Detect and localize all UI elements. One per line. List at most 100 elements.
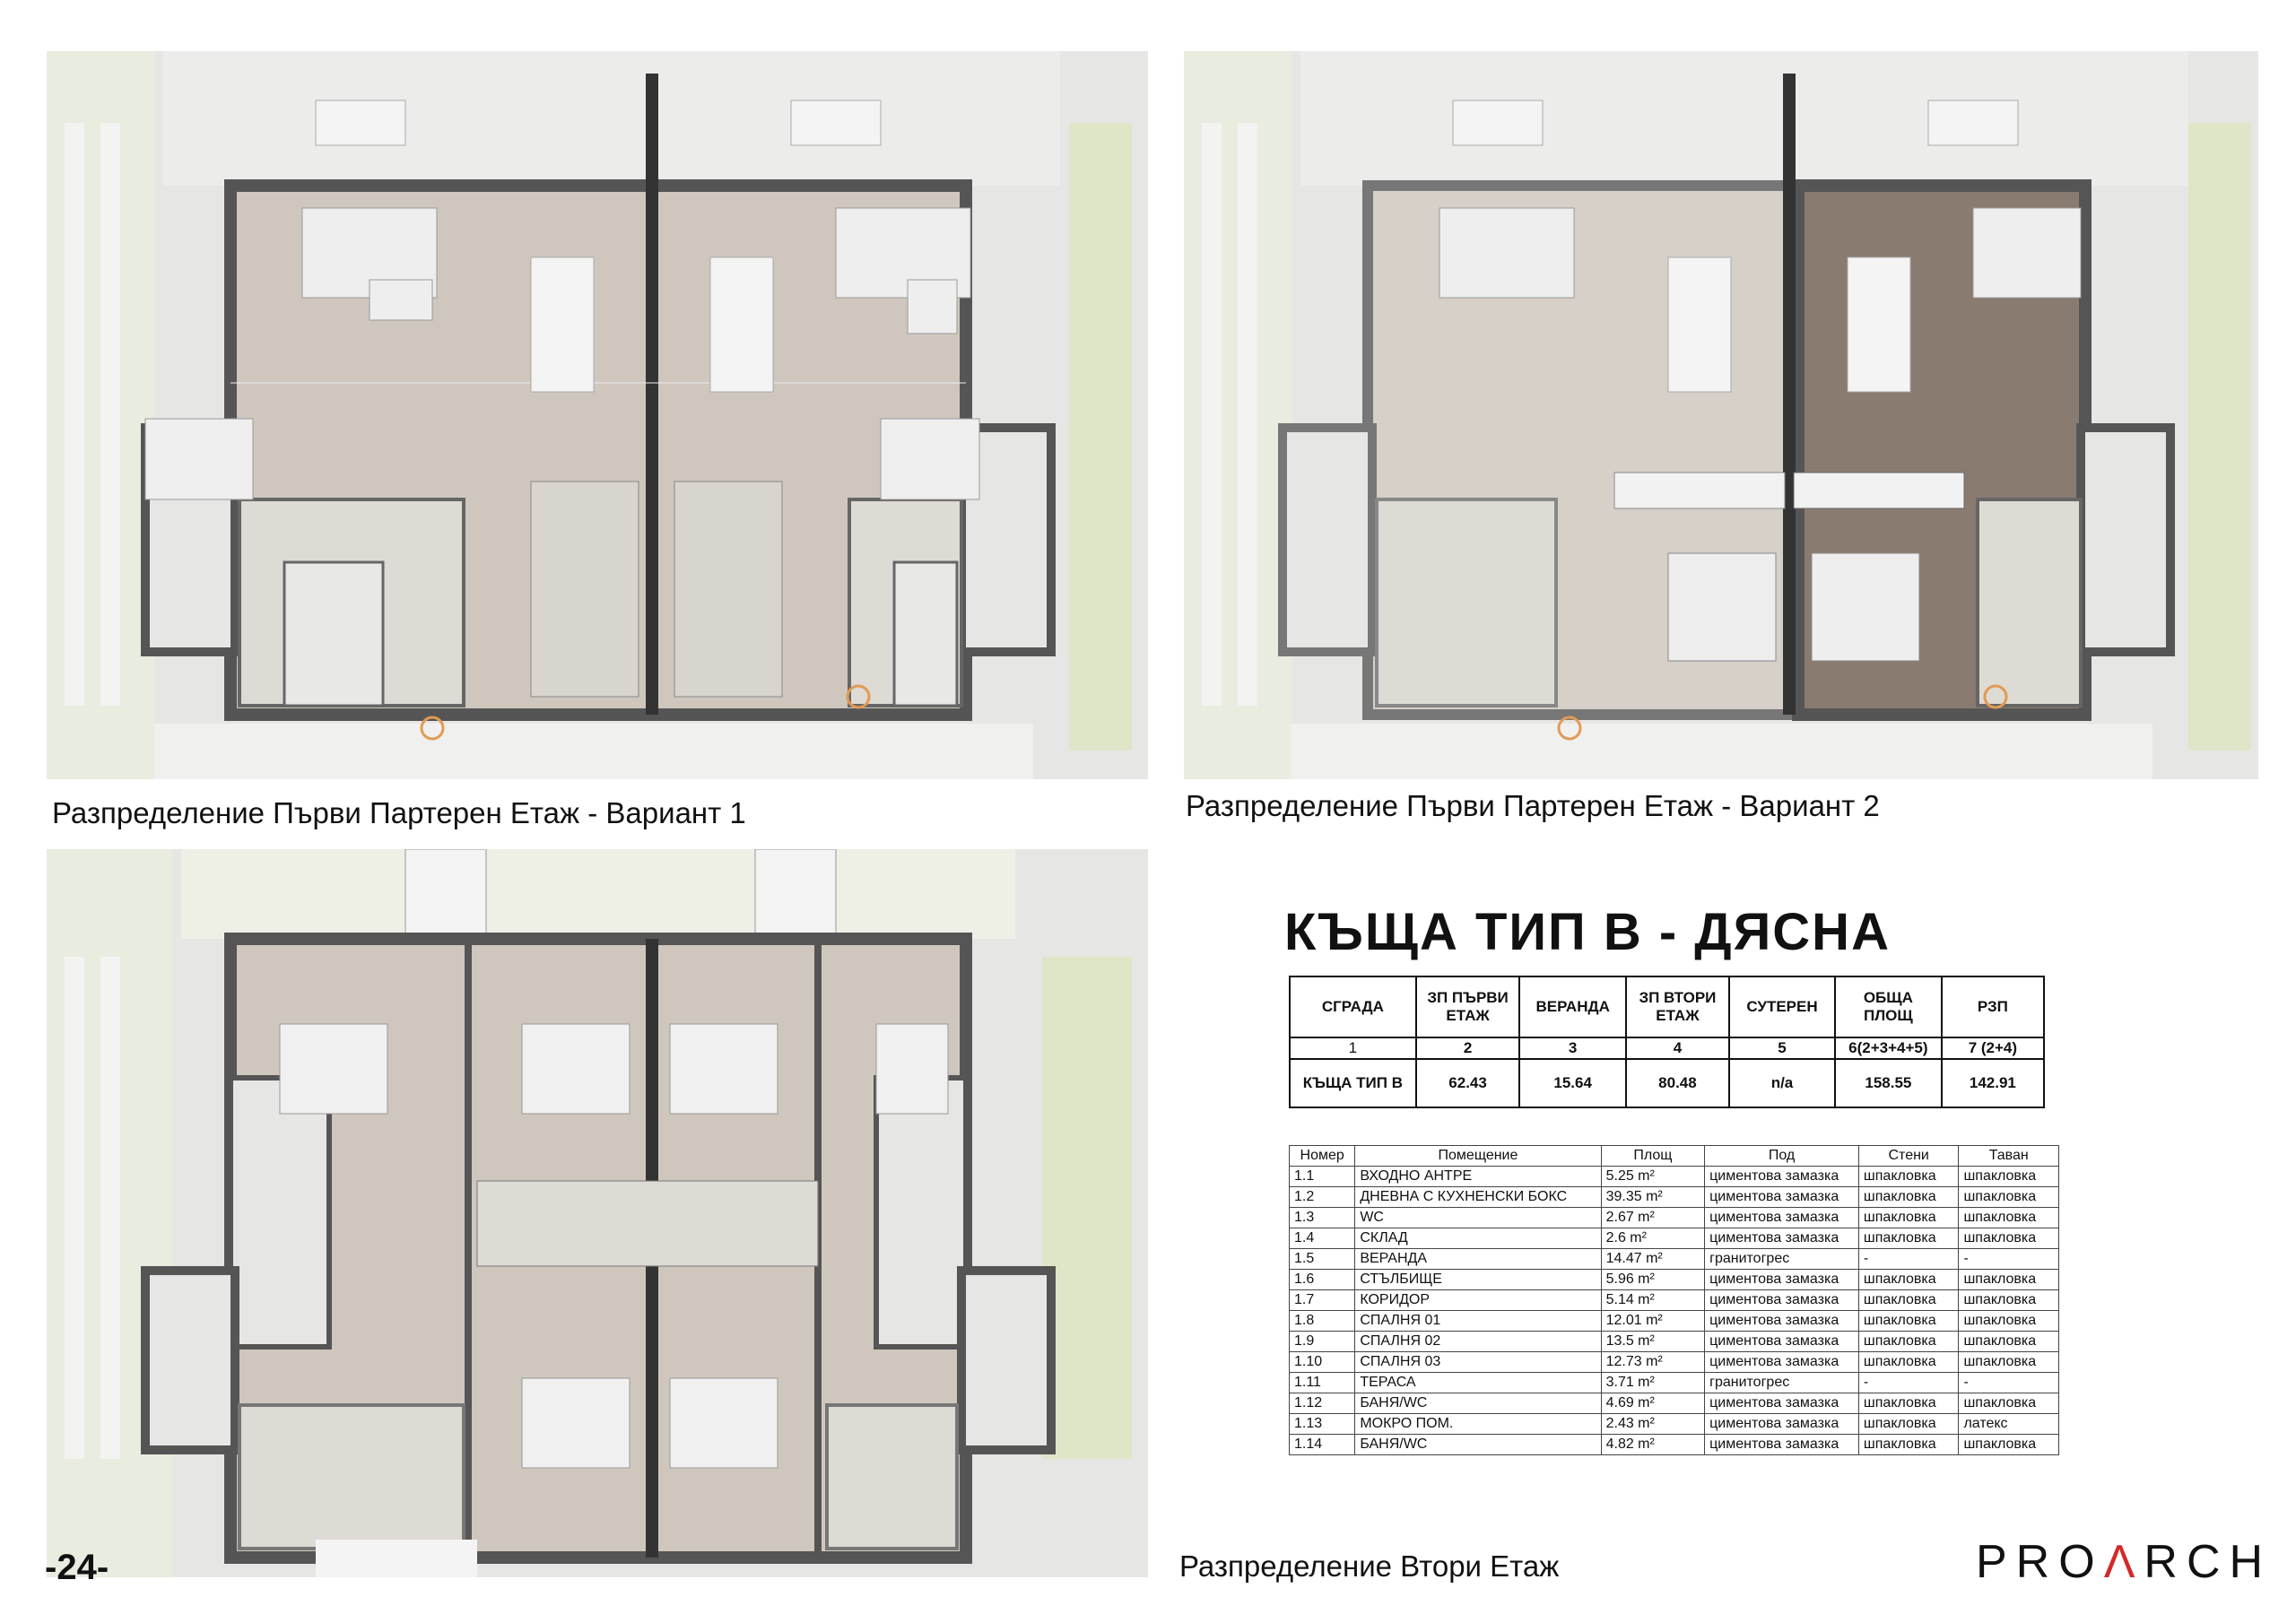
summary-value: n/a [1727,1058,1837,1108]
table-cell: 12.73 m² [1600,1351,1706,1373]
table-cell: циментова замазка [1704,1269,1859,1290]
table-cell: 1.3 [1288,1207,1356,1228]
logo-accent: Λ [2103,1536,2144,1588]
table-cell: шпакловка [1857,1331,1960,1352]
table-cell: - [1958,1248,2059,1270]
table-cell: шпакловка [1857,1413,1960,1435]
table-cell: циментова замазка [1704,1413,1859,1435]
summary-column-number: 6(2+3+4+5) [1834,1037,1943,1060]
summary-column-number: 4 [1624,1037,1730,1060]
rooms-table: Номер Помещение Площ Под Стени Таван 1.1… [1288,1145,2059,1455]
rooms-header: Номер [1288,1145,1356,1167]
table-cell: 5.25 m² [1600,1166,1706,1187]
page-number: -24- [45,1548,109,1587]
floor-plan-variant-2 [1184,51,2258,779]
table-cell: 1.8 [1288,1310,1356,1332]
summary-value: КЪЩА ТИП В [1289,1058,1417,1108]
table-cell: 12.01 m² [1600,1310,1706,1332]
summary-column-number: 7 (2+4) [1940,1037,2046,1060]
rooms-header: Стени [1857,1145,1960,1167]
summary-column-number: 1 [1289,1037,1417,1060]
table-cell: шпакловка [1958,1310,2059,1332]
table-cell: шпакловка [1958,1269,2059,1290]
table-cell: шпакловка [1958,1228,2059,1249]
table-cell: 2.6 m² [1600,1228,1706,1249]
table-cell: СПАЛНЯ 01 [1354,1310,1602,1332]
summary-header: РЗП [1940,976,2046,1038]
table-cell: БАНЯ/WC [1354,1434,1602,1455]
logo-suffix: RCH [2144,1536,2273,1588]
table-cell: шпакловка [1857,1289,1960,1311]
summary-header: ЗП ВТОРИ ЕТАЖ [1624,976,1730,1038]
summary-header: СУТЕРЕН [1727,976,1837,1038]
table-cell: КОРИДОР [1354,1289,1602,1311]
table-cell: 1.4 [1288,1228,1356,1249]
summary-value: 62.43 [1414,1058,1521,1108]
caption-plan-variant-1: Разпределение Първи Партерен Етаж - Вари… [52,796,746,829]
table-cell: шпакловка [1857,1186,1960,1208]
caption-second-floor: Разпределение Втори Етаж [1179,1549,1560,1583]
table-cell: циментова замазка [1704,1393,1859,1414]
summary-column-number: 2 [1414,1037,1521,1060]
summary-header: ОБЩА ПЛОЩ [1834,976,1943,1038]
floor-plan-second-floor [47,849,1148,1577]
table-cell: циментова замазка [1704,1331,1859,1352]
table-cell: 3.71 m² [1600,1372,1706,1393]
table-cell: циментова замазка [1704,1434,1859,1455]
table-cell: шпакловка [1857,1434,1960,1455]
table-cell: шпакловка [1958,1393,2059,1414]
table-cell: WC [1354,1207,1602,1228]
table-cell: СПАЛНЯ 03 [1354,1351,1602,1373]
caption-plan-variant-2: Разпределение Първи Партерен Етаж - Вари… [1186,789,1880,822]
floor-plan-second-floor-drawing [47,849,1148,1577]
summary-value: 142.91 [1940,1058,2046,1108]
table-cell: ВХОДНО АНТРЕ [1354,1166,1602,1187]
table-cell: МОКРО ПОМ. [1354,1413,1602,1435]
table-cell: 14.47 m² [1600,1248,1706,1270]
summary-header: СГРАДА [1289,976,1417,1038]
table-cell: 1.11 [1288,1372,1356,1393]
table-cell: гранитогрес [1704,1372,1859,1393]
table-cell: шпакловка [1958,1351,2059,1373]
table-cell: ТЕРАСА [1354,1372,1602,1393]
floor-plan-variant-1-drawing [47,51,1148,779]
table-cell: 4.82 m² [1600,1434,1706,1455]
table-cell: циментова замазка [1704,1166,1859,1187]
table-cell: шпакловка [1857,1207,1960,1228]
table-cell: шпакловка [1958,1186,2059,1208]
floor-plan-variant-1 [47,51,1148,779]
table-cell: СТЪЛБИЩЕ [1354,1269,1602,1290]
table-cell: БАНЯ/WC [1354,1393,1602,1414]
summary-value: 80.48 [1624,1058,1730,1108]
floor-plan-variant-2-drawing [1184,51,2258,779]
table-cell: циментова замазка [1704,1351,1859,1373]
table-cell: латекс [1958,1413,2059,1435]
table-cell: 1.2 [1288,1186,1356,1208]
table-cell: шпакловка [1958,1207,2059,1228]
table-cell: шпакловка [1857,1351,1960,1373]
table-cell: - [1958,1372,2059,1393]
summary-value: 15.64 [1518,1058,1627,1108]
table-cell: ВЕРАНДА [1354,1248,1602,1270]
table-cell: 39.35 m² [1600,1186,1706,1208]
table-cell: 1.5 [1288,1248,1356,1270]
table-cell: 1.9 [1288,1331,1356,1352]
table-cell: шпакловка [1857,1310,1960,1332]
table-cell: 2.67 m² [1600,1207,1706,1228]
table-cell: 1.6 [1288,1269,1356,1290]
table-cell: шпакловка [1958,1331,2059,1352]
table-cell: 1.13 [1288,1413,1356,1435]
area-summary-table: СГРАДА ЗП ПЪРВИ ЕТАЖ ВЕРАНДА ЗП ВТОРИ ЕТ… [1289,976,2046,1108]
table-cell: СПАЛНЯ 02 [1354,1331,1602,1352]
table-cell: ДНЕВНА С КУХНЕНСКИ БОКС [1354,1186,1602,1208]
